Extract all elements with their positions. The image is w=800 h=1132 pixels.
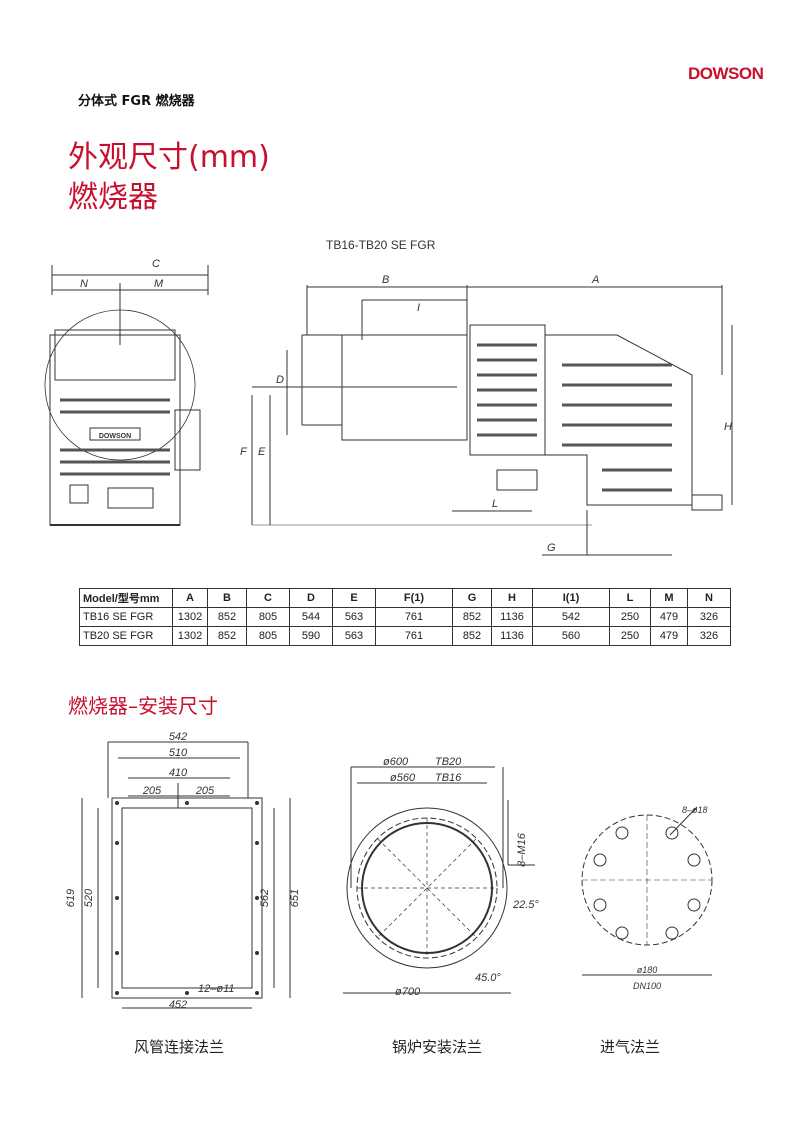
- table-cell: 326: [687, 626, 731, 646]
- table-cell: 852: [452, 626, 492, 646]
- col-e: E: [332, 588, 376, 608]
- boiler-flange-caption: 锅炉安装法兰: [392, 1038, 483, 1056]
- table-cell: 590: [289, 626, 333, 646]
- table-cell: 1302: [172, 626, 208, 646]
- col-h: H: [491, 588, 533, 608]
- table-cell: 805: [246, 626, 290, 646]
- boiler-flange-drawing: ø600 TB20 ø560 TB16 8–M16 22.5° 45.0° ø7…: [343, 756, 539, 998]
- col-a: A: [172, 588, 208, 608]
- page-subtitle: 燃烧器: [68, 180, 158, 215]
- dim-dn100: DN100: [633, 981, 661, 991]
- dim-e-label: E: [258, 446, 266, 458]
- col-b: B: [207, 588, 247, 608]
- table-row: TB16 SE FGR 1302 852 805 544 563 761 852…: [79, 607, 731, 627]
- table-cell: 563: [332, 626, 376, 646]
- install-section-title: 燃烧器–安装尺寸: [68, 694, 218, 718]
- col-g: G: [452, 588, 492, 608]
- table-cell: 805: [246, 607, 290, 627]
- dim-f-label: F: [240, 446, 248, 458]
- table-cell: 544: [289, 607, 333, 627]
- panel-logo: DOWSON: [99, 433, 131, 440]
- dim-205-left: 205: [142, 785, 162, 797]
- label-tb16: TB16: [435, 772, 462, 784]
- dim-600: ø600: [383, 756, 409, 768]
- dim-452: 452: [169, 999, 187, 1011]
- product-subtitle: 分体式 FGR 燃烧器: [78, 94, 195, 109]
- col-l: L: [609, 588, 651, 608]
- dim-n-label: N: [80, 278, 88, 290]
- dim-c-label: C: [152, 258, 160, 270]
- dim-d-label: D: [276, 374, 284, 386]
- table-row: TB20 SE FGR 1302 852 805 590 563 761 852…: [79, 626, 731, 646]
- table-cell: 479: [650, 626, 688, 646]
- dim-205-right: 205: [195, 785, 215, 797]
- dim-510: 510: [169, 747, 188, 759]
- dim-562: 562: [259, 889, 271, 907]
- table-cell: 852: [207, 607, 247, 627]
- dim-560: ø560: [390, 772, 416, 784]
- table-cell: 563: [332, 607, 376, 627]
- table-cell: 761: [375, 607, 453, 627]
- dim-8-m16: 8–M16: [516, 832, 528, 867]
- dim-410: 410: [169, 767, 188, 779]
- dim-651: 651: [289, 889, 301, 907]
- table-cell: 250: [609, 626, 651, 646]
- inlet-flange-caption: 进气法兰: [600, 1038, 661, 1056]
- page-title: 外观尺寸(mm): [68, 140, 270, 175]
- dim-520: 520: [83, 888, 95, 907]
- table-cell: 1136: [491, 626, 533, 646]
- table-cell: 1302: [172, 607, 208, 627]
- dim-m-label: M: [154, 278, 164, 290]
- col-d: D: [289, 588, 333, 608]
- brand-logo: DOWSON: [688, 64, 764, 83]
- dim-a-label: A: [591, 274, 599, 286]
- table-cell: 1136: [491, 607, 533, 627]
- dim-h-label: H: [724, 421, 732, 433]
- inlet-flange-drawing: 8–ø18 ø180 DN100: [581, 805, 713, 991]
- col-model: Model/型号mm: [79, 588, 173, 608]
- dim-45-deg: 45.0°: [475, 972, 501, 984]
- table-cell: 479: [650, 607, 688, 627]
- table-header-row: Model/型号mm A B C D E F(1) G H I(1) L M N: [79, 588, 731, 608]
- dimension-table: Model/型号mm A B C D E F(1) G H I(1) L M N…: [79, 588, 731, 646]
- burner-front-view: C N M DOWSON: [44, 258, 209, 526]
- dim-619: 619: [65, 889, 77, 907]
- table-cell: 852: [207, 626, 247, 646]
- dim-g-label: G: [547, 542, 556, 554]
- table-cell: 250: [609, 607, 651, 627]
- dim-542: 542: [169, 731, 187, 743]
- drawing-label: TB16-TB20 SE FGR: [326, 238, 436, 252]
- burner-side-view: B I A D E F H L G: [240, 274, 733, 556]
- dim-bolt-holes: 12–ø11: [198, 983, 235, 995]
- dim-700: ø700: [395, 986, 421, 998]
- dim-b-label: B: [382, 274, 389, 286]
- dim-8-holes: 8–ø18: [682, 805, 708, 815]
- table-cell: 560: [532, 626, 610, 646]
- col-c: C: [246, 588, 290, 608]
- dim-22-5-deg: 22.5°: [512, 899, 539, 911]
- label-tb20: TB20: [435, 756, 462, 768]
- col-n: N: [687, 588, 731, 608]
- table-cell: TB20 SE FGR: [79, 626, 173, 646]
- dim-l-label: L: [492, 498, 498, 510]
- table-cell: 542: [532, 607, 610, 627]
- duct-flange-drawing: 542 510 410 205 205 619 520 562 651 12–ø…: [65, 731, 301, 1011]
- table-cell: 761: [375, 626, 453, 646]
- table-cell: TB16 SE FGR: [79, 607, 173, 627]
- col-m: M: [650, 588, 688, 608]
- col-i: I(1): [532, 588, 610, 608]
- table-cell: 852: [452, 607, 492, 627]
- duct-flange-caption: 风管连接法兰: [134, 1038, 225, 1056]
- table-cell: 326: [687, 607, 731, 627]
- col-f: F(1): [375, 588, 453, 608]
- dim-i-label: I: [417, 302, 420, 314]
- dim-180: ø180: [637, 965, 658, 975]
